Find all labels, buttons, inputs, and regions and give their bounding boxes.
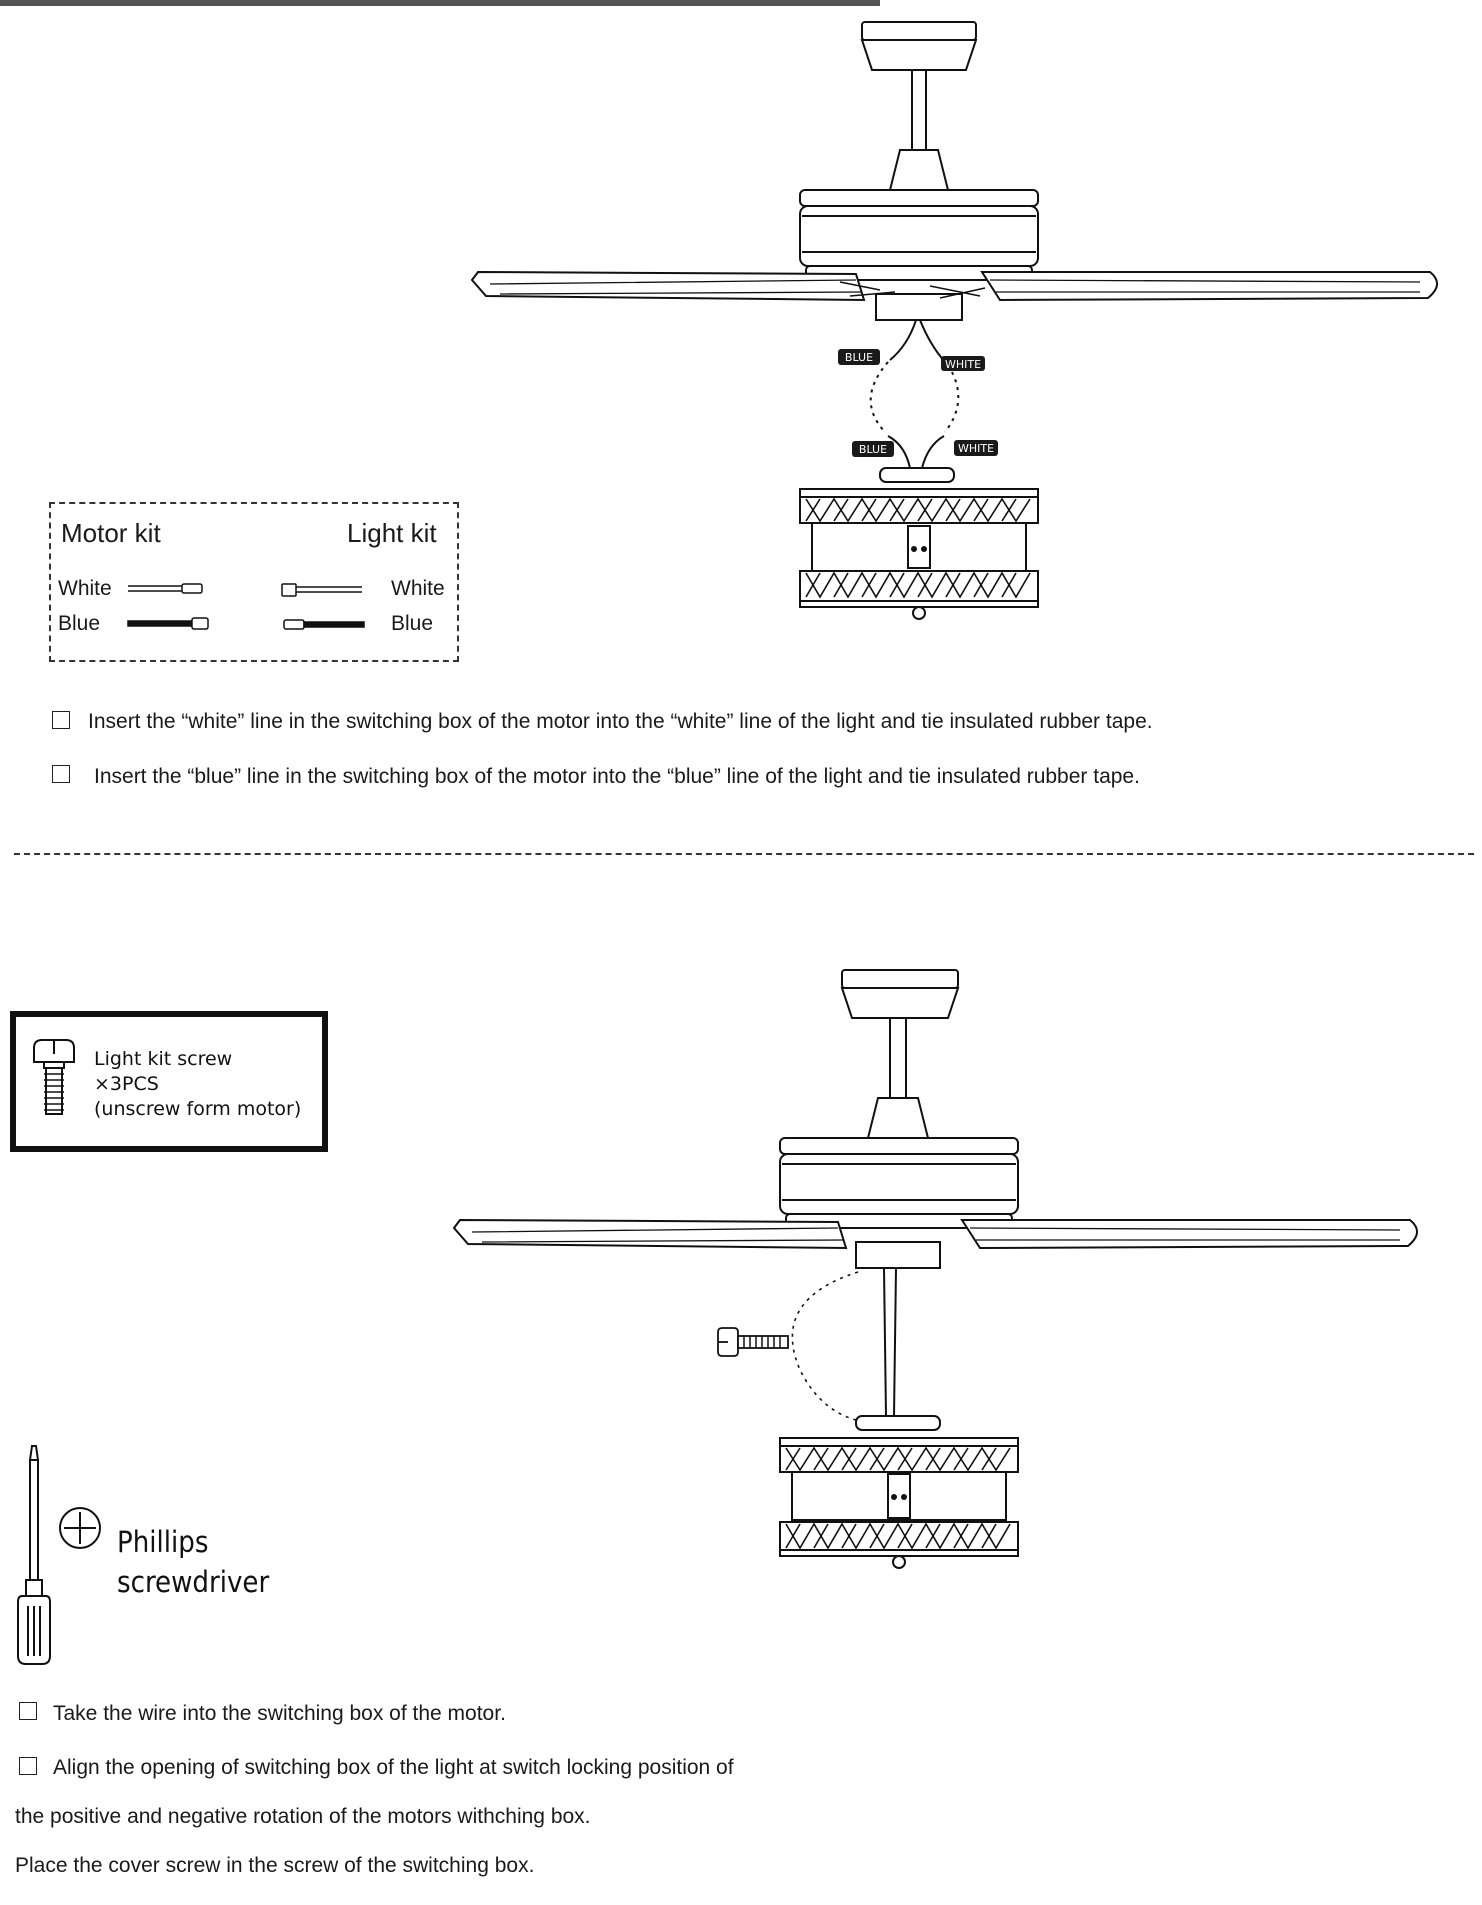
step4-text: Align the opening of switching box of th… <box>53 1756 734 1779</box>
step2-text: Insert the “blue” line in the switching … <box>94 765 1140 788</box>
light-kit-title: Light kit <box>347 518 437 548</box>
legend-wire-icons <box>127 583 365 630</box>
light-kit-screw-icon <box>33 1039 75 1115</box>
wire-tag-blue-top: BLUE <box>845 351 873 364</box>
step4-note-line1: the positive and negative rotation of th… <box>15 1805 591 1828</box>
screw-quantity: ×3PCS <box>94 1073 159 1095</box>
motor-white-label: White <box>58 577 112 600</box>
step1-checkbox[interactable] <box>52 711 70 729</box>
step4-note-line2: Place the cover screw in the screw of th… <box>15 1854 535 1877</box>
wire-tag-white-top: WHITE <box>945 358 981 371</box>
wire-tag-blue-bottom: BLUE <box>859 443 887 456</box>
section-divider <box>14 853 1474 855</box>
top-bar <box>0 0 880 6</box>
phillips-screwdriver-icon <box>17 1445 101 1665</box>
tool-name-line2: screwdriver <box>117 1565 270 1599</box>
wire-legend-box <box>49 502 459 662</box>
step1-text: Insert the “white” line in the switching… <box>88 710 1153 733</box>
step3-text: Take the wire into the switching box of … <box>53 1702 506 1725</box>
tool-name-line1: Phillips <box>117 1525 209 1559</box>
wire-tag-white-bottom: WHITE <box>958 442 994 455</box>
light-white-label: White <box>391 577 445 600</box>
motor-blue-label: Blue <box>58 612 101 635</box>
screw-name: Light kit screw <box>94 1048 233 1070</box>
screw-note: (unscrew form motor) <box>94 1098 302 1120</box>
motor-kit-title: Motor kit <box>61 518 161 548</box>
step2-checkbox[interactable] <box>52 765 70 783</box>
light-blue-label: Blue <box>391 612 434 635</box>
fan-wiring-illustration: BLUE WHITE BLUE WHITE <box>470 21 1438 620</box>
step3-checkbox[interactable] <box>19 1702 37 1720</box>
step4-checkbox[interactable] <box>19 1757 37 1775</box>
